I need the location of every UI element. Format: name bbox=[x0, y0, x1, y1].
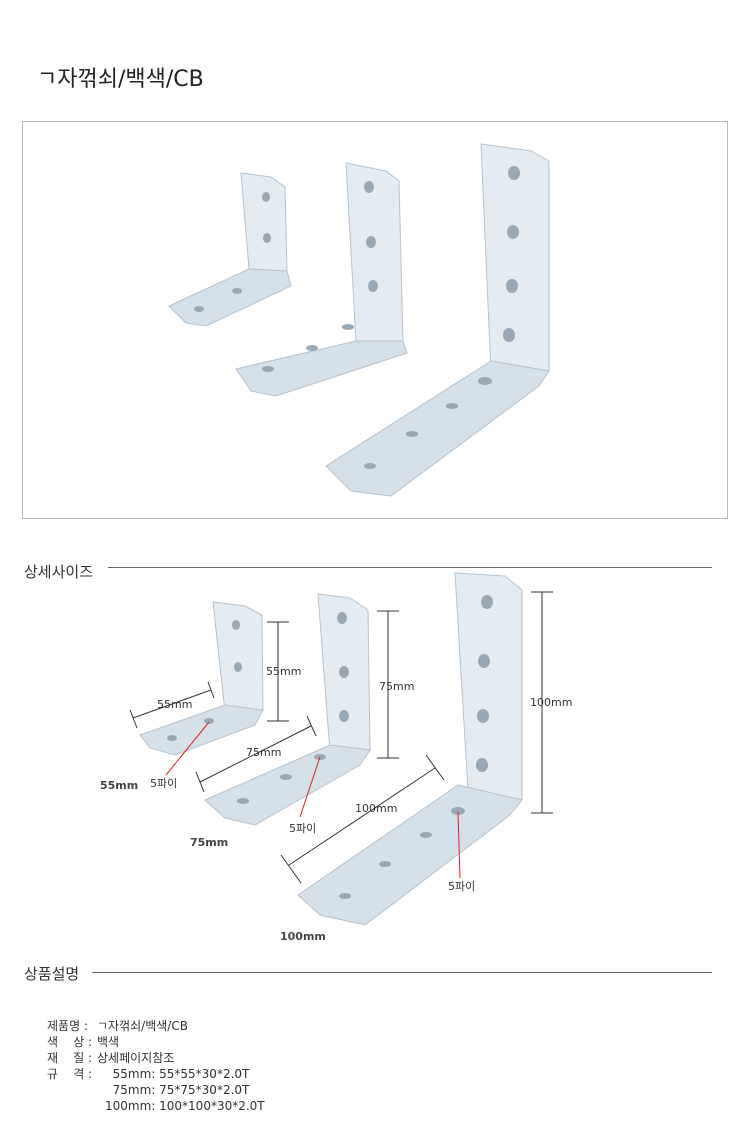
size-diagram: 55mm 75mm 100mm 55mm 75mm 100mm 5파이 5파이 … bbox=[100, 572, 572, 943]
spec-value: 상세페이지참조 bbox=[97, 1051, 175, 1065]
large-bracket-vertical bbox=[454, 572, 523, 801]
small-name-label: 55mm bbox=[100, 779, 138, 792]
spec-list: 제품명 : ㄱ자꺾쇠/백색/CB 색 상 : 백색 재 질 : 상세페이지참조 규 격… bbox=[47, 1018, 265, 1114]
brackets-photo-image bbox=[168, 143, 550, 497]
spec-row: 재 질 : 상세페이지참조 bbox=[47, 1050, 265, 1066]
product-title: ㄱ자꺾쇠/백색/CB bbox=[37, 67, 204, 92]
section-title-desc: 상품설명 bbox=[24, 965, 80, 983]
large-width-label: 100mm bbox=[355, 802, 397, 815]
spec-key bbox=[47, 1098, 97, 1114]
medium-width-label: 75mm bbox=[246, 746, 281, 759]
spec-key: 규 격 : bbox=[47, 1067, 93, 1081]
spec-value: 백색 bbox=[97, 1035, 120, 1049]
spec-row: 제품명 : ㄱ자꺾쇠/백색/CB bbox=[47, 1018, 265, 1034]
large-hole-label: 5파이 bbox=[448, 880, 475, 893]
spec-value: ㄱ자꺾쇠/백색/CB bbox=[97, 1019, 188, 1033]
section-divider bbox=[108, 567, 712, 568]
medium-name-label: 75mm bbox=[190, 836, 228, 849]
small-bracket-vertical bbox=[212, 601, 264, 713]
spec-key bbox=[47, 1082, 97, 1098]
spec-row: 색 상 : 백색 bbox=[47, 1034, 265, 1050]
spec-value: 75mm: 75*75*30*2.0T bbox=[105, 1083, 250, 1097]
small-width-label: 55mm bbox=[157, 698, 192, 711]
small-hole-label: 5파이 bbox=[150, 777, 177, 790]
product-photo bbox=[22, 121, 728, 519]
small-height-label: 55mm bbox=[266, 665, 301, 678]
large-name-label: 100mm bbox=[280, 930, 326, 943]
spec-row: 75mm: 75*75*30*2.0T bbox=[47, 1082, 265, 1098]
large-height-label: 100mm bbox=[530, 696, 572, 709]
medium-hole-label: 5파이 bbox=[289, 822, 316, 835]
spec-row: 100mm: 100*100*30*2.0T bbox=[47, 1098, 265, 1114]
spec-value: 100mm: 100*100*30*2.0T bbox=[105, 1099, 265, 1113]
section-title-size: 상세사이즈 bbox=[24, 563, 94, 581]
medium-height-label: 75mm bbox=[379, 680, 414, 693]
spec-value: 55mm: 55*55*30*2.0T bbox=[105, 1067, 250, 1081]
small-bracket-base bbox=[139, 704, 264, 756]
medium-bracket-base bbox=[204, 744, 371, 826]
spec-key: 재 질 : bbox=[47, 1051, 93, 1065]
section-divider bbox=[92, 972, 712, 973]
spec-key: 제품명 : bbox=[47, 1019, 88, 1033]
large-bracket-base bbox=[297, 784, 523, 926]
spec-row: 규 격 : 55mm: 55*55*30*2.0T bbox=[47, 1066, 265, 1082]
spec-key: 색 상 : bbox=[47, 1035, 93, 1049]
